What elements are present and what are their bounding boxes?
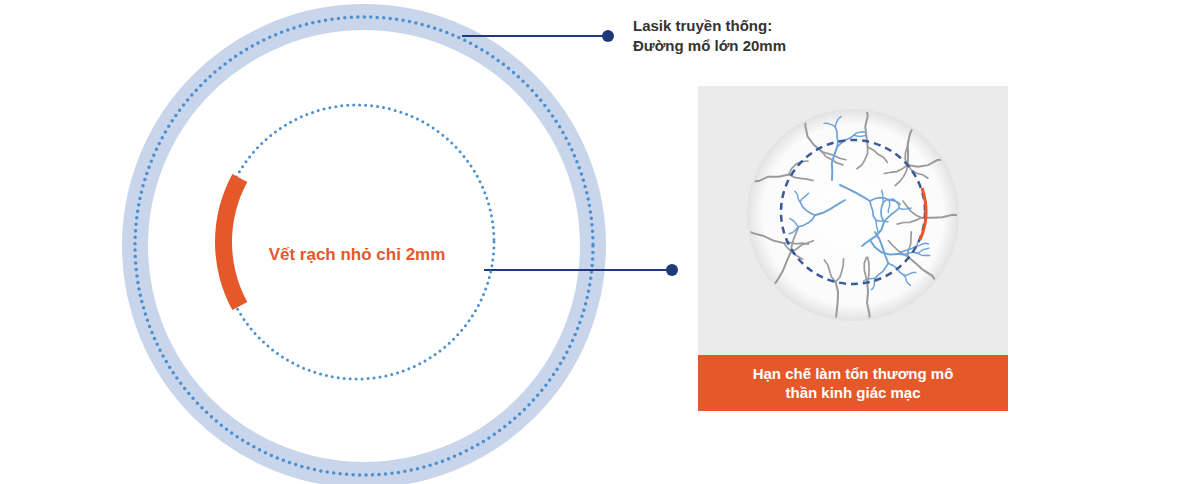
nerve-fibre bbox=[908, 256, 939, 284]
nerve-fibre bbox=[789, 227, 799, 234]
nerve-fibre bbox=[864, 258, 867, 282]
nerve-fibre bbox=[888, 200, 889, 212]
nerve-fibre bbox=[904, 273, 916, 276]
nerve-fibre bbox=[771, 252, 791, 289]
incision-circle: Vết rạch nhỏ chỉ 2mm bbox=[219, 104, 495, 380]
outer-dotted-circle bbox=[135, 17, 593, 475]
outer-ring bbox=[135, 17, 593, 475]
incision-mark bbox=[920, 188, 926, 240]
nerve-fibre bbox=[790, 219, 799, 227]
nerve-fibre bbox=[835, 127, 838, 147]
nerve-fibre bbox=[921, 215, 963, 218]
leader-line bbox=[484, 269, 672, 271]
nerve-fibre bbox=[795, 191, 800, 202]
callout-label: Lasik truyền thống: Đường mổ lớn 20mm bbox=[633, 16, 811, 55]
nerve-fibre bbox=[881, 202, 884, 221]
nerve-fibre bbox=[908, 124, 915, 165]
nerve-fibre bbox=[907, 159, 947, 167]
nerve-fibre bbox=[800, 202, 815, 215]
nerve-fibre bbox=[836, 259, 844, 282]
nerve-fibre bbox=[897, 218, 921, 224]
nerve-fibre bbox=[824, 260, 835, 282]
nerve-fibre bbox=[832, 147, 837, 180]
incision-label: Vết rạch nhỏ chỉ 2mm bbox=[269, 218, 446, 266]
nerve-fibre bbox=[884, 208, 899, 222]
nerve-fibre bbox=[815, 200, 845, 215]
nerve-fibre bbox=[884, 165, 907, 174]
nerve-fibre bbox=[882, 190, 884, 202]
nerve-fibre bbox=[835, 117, 841, 127]
nerve-fibre bbox=[917, 243, 929, 246]
caption-text: Hạn chế làm tổn thương mô thần kinh giác… bbox=[751, 364, 956, 403]
nerve-fibres bbox=[744, 106, 963, 324]
nerve-fibre bbox=[840, 185, 870, 201]
panel bbox=[698, 86, 1008, 356]
nerve-fibre bbox=[883, 199, 894, 202]
nerve-fibre bbox=[854, 135, 866, 136]
nerve-fibre bbox=[895, 165, 908, 186]
leader-dot bbox=[666, 264, 678, 276]
nerve-fibre bbox=[875, 232, 888, 263]
leader-dot bbox=[602, 30, 614, 42]
nerve-fibre bbox=[854, 132, 865, 136]
inner-dotted-circle bbox=[220, 105, 494, 379]
leader-line bbox=[462, 35, 608, 37]
caption-bar: Hạn chế làm tổn thương mô thần kinh giác… bbox=[698, 355, 1008, 411]
magnifier-circle bbox=[747, 109, 959, 321]
nerve-fibre bbox=[789, 174, 813, 180]
incision-outline bbox=[219, 104, 495, 380]
nerve-fibre bbox=[918, 253, 930, 255]
nerve-fibre bbox=[799, 215, 815, 226]
nerve-fibre bbox=[835, 282, 838, 324]
incision-arc bbox=[215, 174, 247, 310]
nerve-fibre bbox=[870, 201, 876, 220]
nerve-fibre bbox=[918, 248, 929, 253]
nerve-fibre bbox=[857, 147, 868, 168]
nerve-fibre bbox=[863, 278, 875, 281]
nerve-fibre bbox=[800, 193, 808, 202]
nerve-fibre bbox=[805, 116, 822, 152]
nerve-fibre bbox=[899, 208, 911, 209]
nerve-fibre bbox=[867, 282, 870, 324]
nerve-fibre bbox=[748, 174, 789, 181]
nerve-fibre bbox=[744, 230, 784, 243]
nerve-fibre bbox=[876, 220, 878, 232]
flap-outline bbox=[781, 140, 925, 284]
nerve-fibre bbox=[868, 147, 888, 162]
nerve-fibre bbox=[824, 123, 835, 127]
nerve-fibre bbox=[904, 275, 910, 285]
